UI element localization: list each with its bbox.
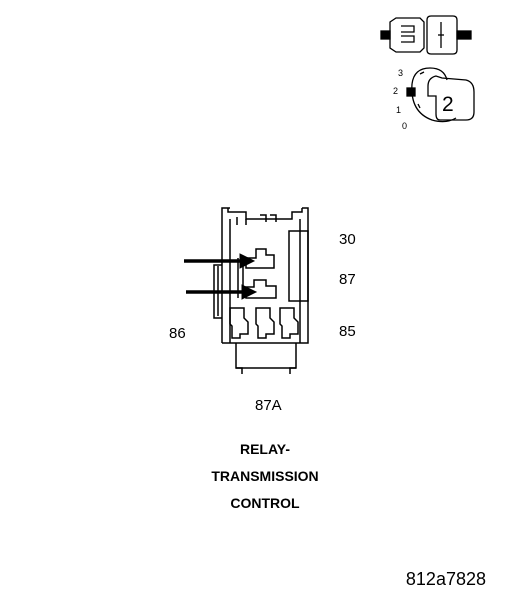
terminal-30-label: 30 [339, 231, 356, 248]
terminal-87-label: 87 [339, 271, 356, 288]
key-position-3: 3 [398, 68, 404, 78]
key-position-0: 0 [402, 121, 408, 131]
title-line-3: CONTROL [230, 495, 300, 511]
connector-view-icon [380, 15, 472, 55]
arrowhead-upper [239, 253, 256, 269]
title-line-2: TRANSMISSION [211, 468, 319, 484]
ignition-key-position-icon [406, 67, 475, 123]
terminal-87a-label: 87A [255, 397, 282, 414]
figure-id: 812a7828 [405, 569, 486, 589]
title-line-1: RELAY- [239, 441, 291, 457]
terminal-86-label: 86 [169, 325, 186, 342]
key-position-2: 2 [393, 86, 399, 96]
terminal-85-label: 85 [339, 323, 356, 340]
pointer-arrows [184, 253, 258, 300]
key-position-1: 1 [396, 105, 402, 115]
key-selected-position: 2 [442, 93, 454, 116]
arrowhead-lower [241, 284, 258, 300]
